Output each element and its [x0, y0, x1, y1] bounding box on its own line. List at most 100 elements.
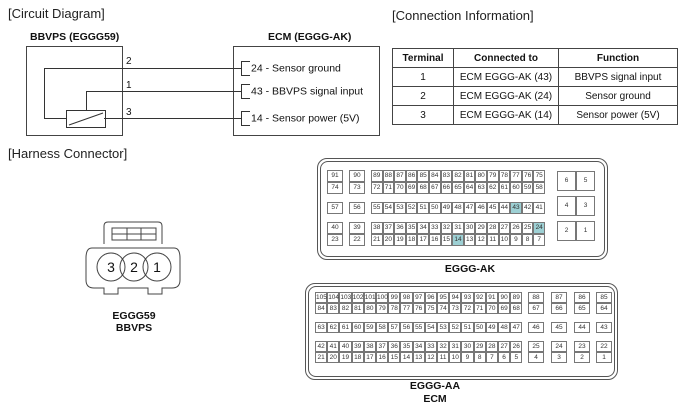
pin-80: 80	[363, 303, 376, 314]
ecm-terminal-24-label: 24 - Sensor ground	[251, 62, 341, 75]
pin-79: 79	[487, 170, 499, 182]
pin-18: 18	[351, 352, 364, 363]
wire-power	[104, 118, 241, 119]
pin-96: 96	[424, 292, 437, 303]
cell-function: BBVPS signal input	[558, 67, 678, 87]
pin-42: 42	[521, 202, 534, 214]
pin-53: 53	[437, 322, 450, 333]
pin-4: 4	[557, 196, 576, 216]
pin-51: 51	[417, 202, 429, 214]
sensor-element-icon	[66, 110, 106, 128]
pin-39: 39	[349, 222, 365, 234]
pin-17: 17	[417, 234, 429, 246]
pin-34: 34	[412, 341, 425, 352]
pin-45: 45	[551, 322, 567, 333]
pin-90: 90	[498, 292, 511, 303]
pin-57: 57	[388, 322, 401, 333]
pin-55: 55	[412, 322, 425, 333]
pin-5: 5	[576, 171, 595, 191]
pin-72: 72	[461, 303, 474, 314]
pin-79: 79	[376, 303, 389, 314]
pin-61: 61	[498, 182, 511, 194]
terminal-bracket-icon	[241, 84, 250, 99]
pin-81: 81	[351, 303, 364, 314]
pin-98: 98	[400, 292, 413, 303]
pin-6: 6	[557, 171, 576, 191]
pin-9: 9	[510, 234, 522, 246]
pin-40: 40	[327, 222, 343, 234]
sensor-label: BBVPS (EGGG59)	[30, 31, 120, 43]
pin-40: 40	[339, 341, 352, 352]
pin-99: 99	[388, 292, 401, 303]
table-row: 3 ECM EGGG-AK (14) Sensor power (5V)	[392, 105, 678, 125]
pin-38: 38	[363, 341, 376, 352]
wire-signal-vertical	[86, 91, 87, 110]
pin-88: 88	[528, 292, 544, 303]
pin-10: 10	[449, 352, 462, 363]
pin-71: 71	[473, 303, 486, 314]
pin-49: 49	[440, 202, 453, 214]
pin-82: 82	[339, 303, 352, 314]
sensor-connector-caption-2: BBVPS	[115, 322, 153, 334]
pin-14: 14	[400, 352, 413, 363]
pin-56: 56	[349, 202, 365, 214]
pin-35: 35	[400, 341, 413, 352]
pin-75: 75	[424, 303, 437, 314]
pin-70: 70	[394, 182, 406, 194]
aa-connector-caption-1: EGGG-AA	[409, 380, 461, 392]
pin-51: 51	[461, 322, 474, 333]
pin-66: 66	[440, 182, 453, 194]
pin-53: 53	[394, 202, 406, 214]
pin-55: 55	[371, 202, 383, 214]
pin-65: 65	[452, 182, 464, 194]
pin-52: 52	[449, 322, 462, 333]
pin-17: 17	[363, 352, 376, 363]
pin-36: 36	[388, 341, 401, 352]
pin-74: 74	[327, 182, 343, 194]
pin-80: 80	[475, 170, 487, 182]
pin-32: 32	[440, 222, 453, 234]
pin-44: 44	[574, 322, 590, 333]
sensor-connector-caption-1: EGGG59	[112, 310, 156, 322]
pin-10: 10	[498, 234, 511, 246]
pin-77: 77	[400, 303, 413, 314]
sensor-connector-body-icon	[85, 221, 181, 295]
ak-connector-outer-frame	[317, 158, 608, 260]
pin-69: 69	[405, 182, 418, 194]
pin-73: 73	[449, 303, 462, 314]
pin-13: 13	[412, 352, 425, 363]
pin-12: 12	[424, 352, 437, 363]
pin-52: 52	[405, 202, 418, 214]
pin-1: 1	[596, 352, 612, 363]
pin-93: 93	[461, 292, 474, 303]
ak-connector-inner-frame	[320, 161, 605, 257]
pin-2: 2	[557, 221, 576, 241]
pin-87: 87	[551, 292, 567, 303]
sensor-connector-pin-2: 2	[130, 259, 138, 275]
ecm-label: ECM (EGGG-AK)	[268, 31, 352, 43]
pin-23: 23	[327, 234, 343, 246]
pin-64: 64	[596, 303, 612, 314]
pin-59: 59	[363, 322, 376, 333]
pin-42: 42	[315, 341, 328, 352]
pin-95: 95	[437, 292, 450, 303]
pin-67: 67	[429, 182, 441, 194]
pin-30: 30	[461, 341, 474, 352]
pin-89: 89	[510, 292, 523, 303]
pin-57: 57	[327, 202, 343, 214]
pin-25: 25	[521, 222, 534, 234]
pin-3: 3	[576, 196, 595, 216]
pin-25: 25	[528, 341, 544, 352]
cell-connected-to: ECM EGGG-AK (24)	[453, 86, 559, 106]
pin-102: 102	[351, 292, 364, 303]
pin-31: 31	[449, 341, 462, 352]
cell-terminal: 1	[392, 67, 454, 87]
pin-19: 19	[339, 352, 352, 363]
pin-66: 66	[551, 303, 567, 314]
pin-61: 61	[339, 322, 352, 333]
pin-54: 54	[424, 322, 437, 333]
pin-81: 81	[463, 170, 476, 182]
pin-68: 68	[417, 182, 429, 194]
pin-24: 24	[551, 341, 567, 352]
pin-91: 91	[327, 170, 343, 182]
